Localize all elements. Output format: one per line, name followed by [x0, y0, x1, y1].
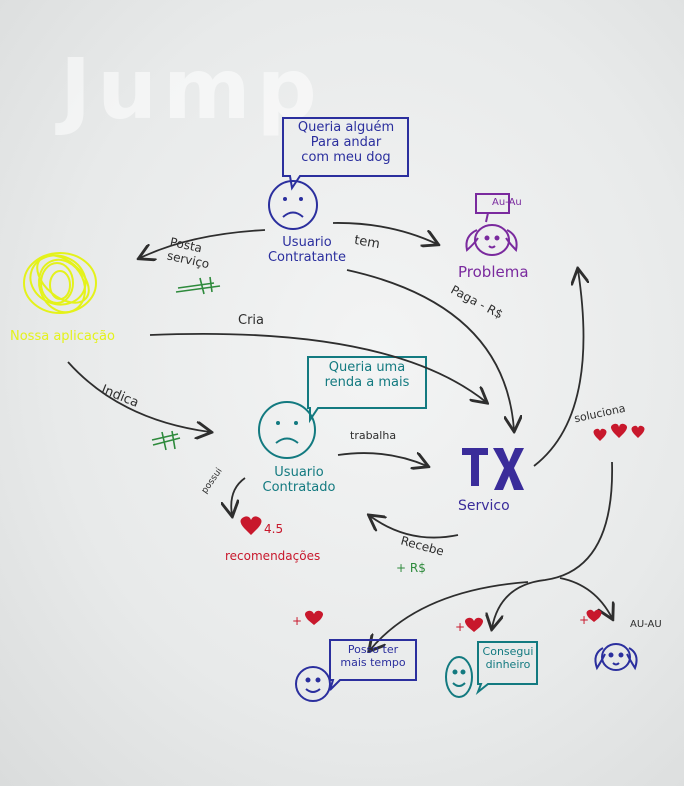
- outcome3-dog-icon: [594, 643, 638, 671]
- contratante-face-icon: [268, 180, 318, 230]
- problema-label: Problema: [458, 263, 529, 281]
- outcome3-plus: +: [579, 613, 590, 627]
- watermark: Jump: [60, 40, 323, 138]
- problema-bubble-text: Au-Au: [492, 197, 522, 208]
- arrow-app-contratado: [67, 361, 210, 432]
- contratante-label: Usuario Contratante: [267, 235, 347, 265]
- arrow-branch-outcome3: [559, 577, 612, 618]
- outcome2-plus: +: [455, 620, 466, 634]
- arrow-servico-contratado: [370, 516, 459, 539]
- problema-dog-icon: [465, 193, 518, 256]
- outcome3-bubble-text: AU-AU: [630, 619, 662, 630]
- arrow-app-servico: [149, 332, 486, 402]
- heart-icon-outcome1: [305, 610, 323, 625]
- money-icon-posta: [175, 276, 221, 295]
- heart-icon-rating: [240, 516, 262, 535]
- edge-label-trabalha: trabalha: [350, 429, 397, 442]
- servico-label: Servico: [458, 498, 510, 514]
- outcome1-plus: +: [292, 614, 303, 628]
- contratado-bubble-text: Queria uma renda a mais: [324, 360, 410, 390]
- app-label: Nossa aplicação: [10, 329, 115, 344]
- outcome1-face-icon: [295, 666, 331, 702]
- edge-label-recebe-money: + R$: [396, 561, 426, 575]
- arrow-contratante-problema: [332, 222, 437, 244]
- arrow-contratado-servico: [337, 453, 427, 466]
- servico-tx-logo: [462, 448, 524, 490]
- contratado-label: Usuario Contratado: [262, 465, 336, 495]
- rating-label: recomendações: [225, 549, 321, 563]
- arrow-servico-problema: [533, 270, 584, 467]
- arrow-contratante-servico: [346, 269, 514, 430]
- arrow-solution-branch: [492, 461, 613, 628]
- arrow-branch-outcome1: [370, 581, 529, 650]
- contratado-face-icon: [258, 401, 316, 459]
- arrow-contratante-app: [140, 229, 266, 258]
- outcome1-bubble-text: Posso ter mais tempo: [340, 643, 406, 669]
- heart-icon-outcome3: [586, 609, 602, 622]
- outcome2-bubble-text: Consegui dinheiro: [482, 645, 534, 671]
- outcome2-bubble-frame: [475, 641, 538, 696]
- app-scribble-icon: [23, 252, 97, 314]
- contratado-bubble-frame: [307, 356, 427, 424]
- outcome2-face-icon: [445, 656, 473, 698]
- heart-icons-soluciona: [593, 423, 645, 441]
- heart-icon-outcome2: [465, 617, 483, 632]
- arrow-contratado-rating: [231, 477, 246, 515]
- rating-value: 4.5: [264, 522, 284, 536]
- contratante-bubble-text: Queria alguém Para andar com meu dog: [297, 120, 395, 165]
- edge-label-cria: Cria: [238, 313, 264, 328]
- money-icon-indica: [151, 430, 181, 451]
